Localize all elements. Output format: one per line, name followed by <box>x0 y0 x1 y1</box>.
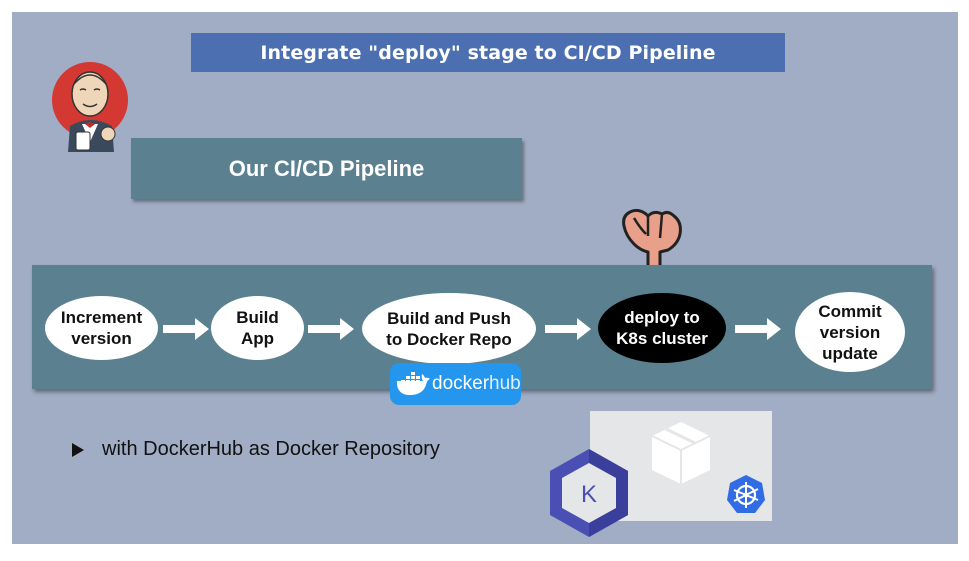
stage-increment-version: Increment version <box>45 296 158 360</box>
bullet-triangle-icon <box>72 442 84 457</box>
svg-text:K: K <box>581 481 597 508</box>
arrow-right-icon <box>545 318 591 340</box>
stage-commit-version: Commit version update <box>795 292 905 372</box>
pipeline-heading-box: Our CI/CD Pipeline <box>131 138 522 199</box>
arrow-right-icon <box>735 318 781 340</box>
kubernetes-helm-icon <box>727 475 765 513</box>
title-banner: Integrate "deploy" stage to CI/CD Pipeli… <box>191 33 785 72</box>
pipeline-heading: Our CI/CD Pipeline <box>228 155 425 181</box>
pointing-hand-icon <box>622 208 682 280</box>
cube-icon <box>651 422 711 484</box>
arrow-right-icon <box>163 318 209 340</box>
stage-deploy-k8s: deploy to K8s cluster <box>598 293 726 363</box>
dockerhub-text-hub: hub <box>489 373 521 394</box>
eks-icon: K <box>550 449 628 537</box>
dockerhub-text-docker: docker <box>432 373 490 394</box>
page-title: Integrate "deploy" stage to CI/CD Pipeli… <box>260 41 716 64</box>
docker-whale-icon <box>397 372 430 396</box>
stage-build-app: Build App <box>211 296 304 360</box>
arrow-right-icon <box>308 318 354 340</box>
jenkins-logo-icon <box>52 62 128 152</box>
stage-build-push-docker: Build and Push to Docker Repo <box>362 293 536 364</box>
bullet-text: with DockerHub as Docker Repository <box>102 438 440 460</box>
bullet-item: with DockerHub as Docker Repository <box>72 438 440 461</box>
